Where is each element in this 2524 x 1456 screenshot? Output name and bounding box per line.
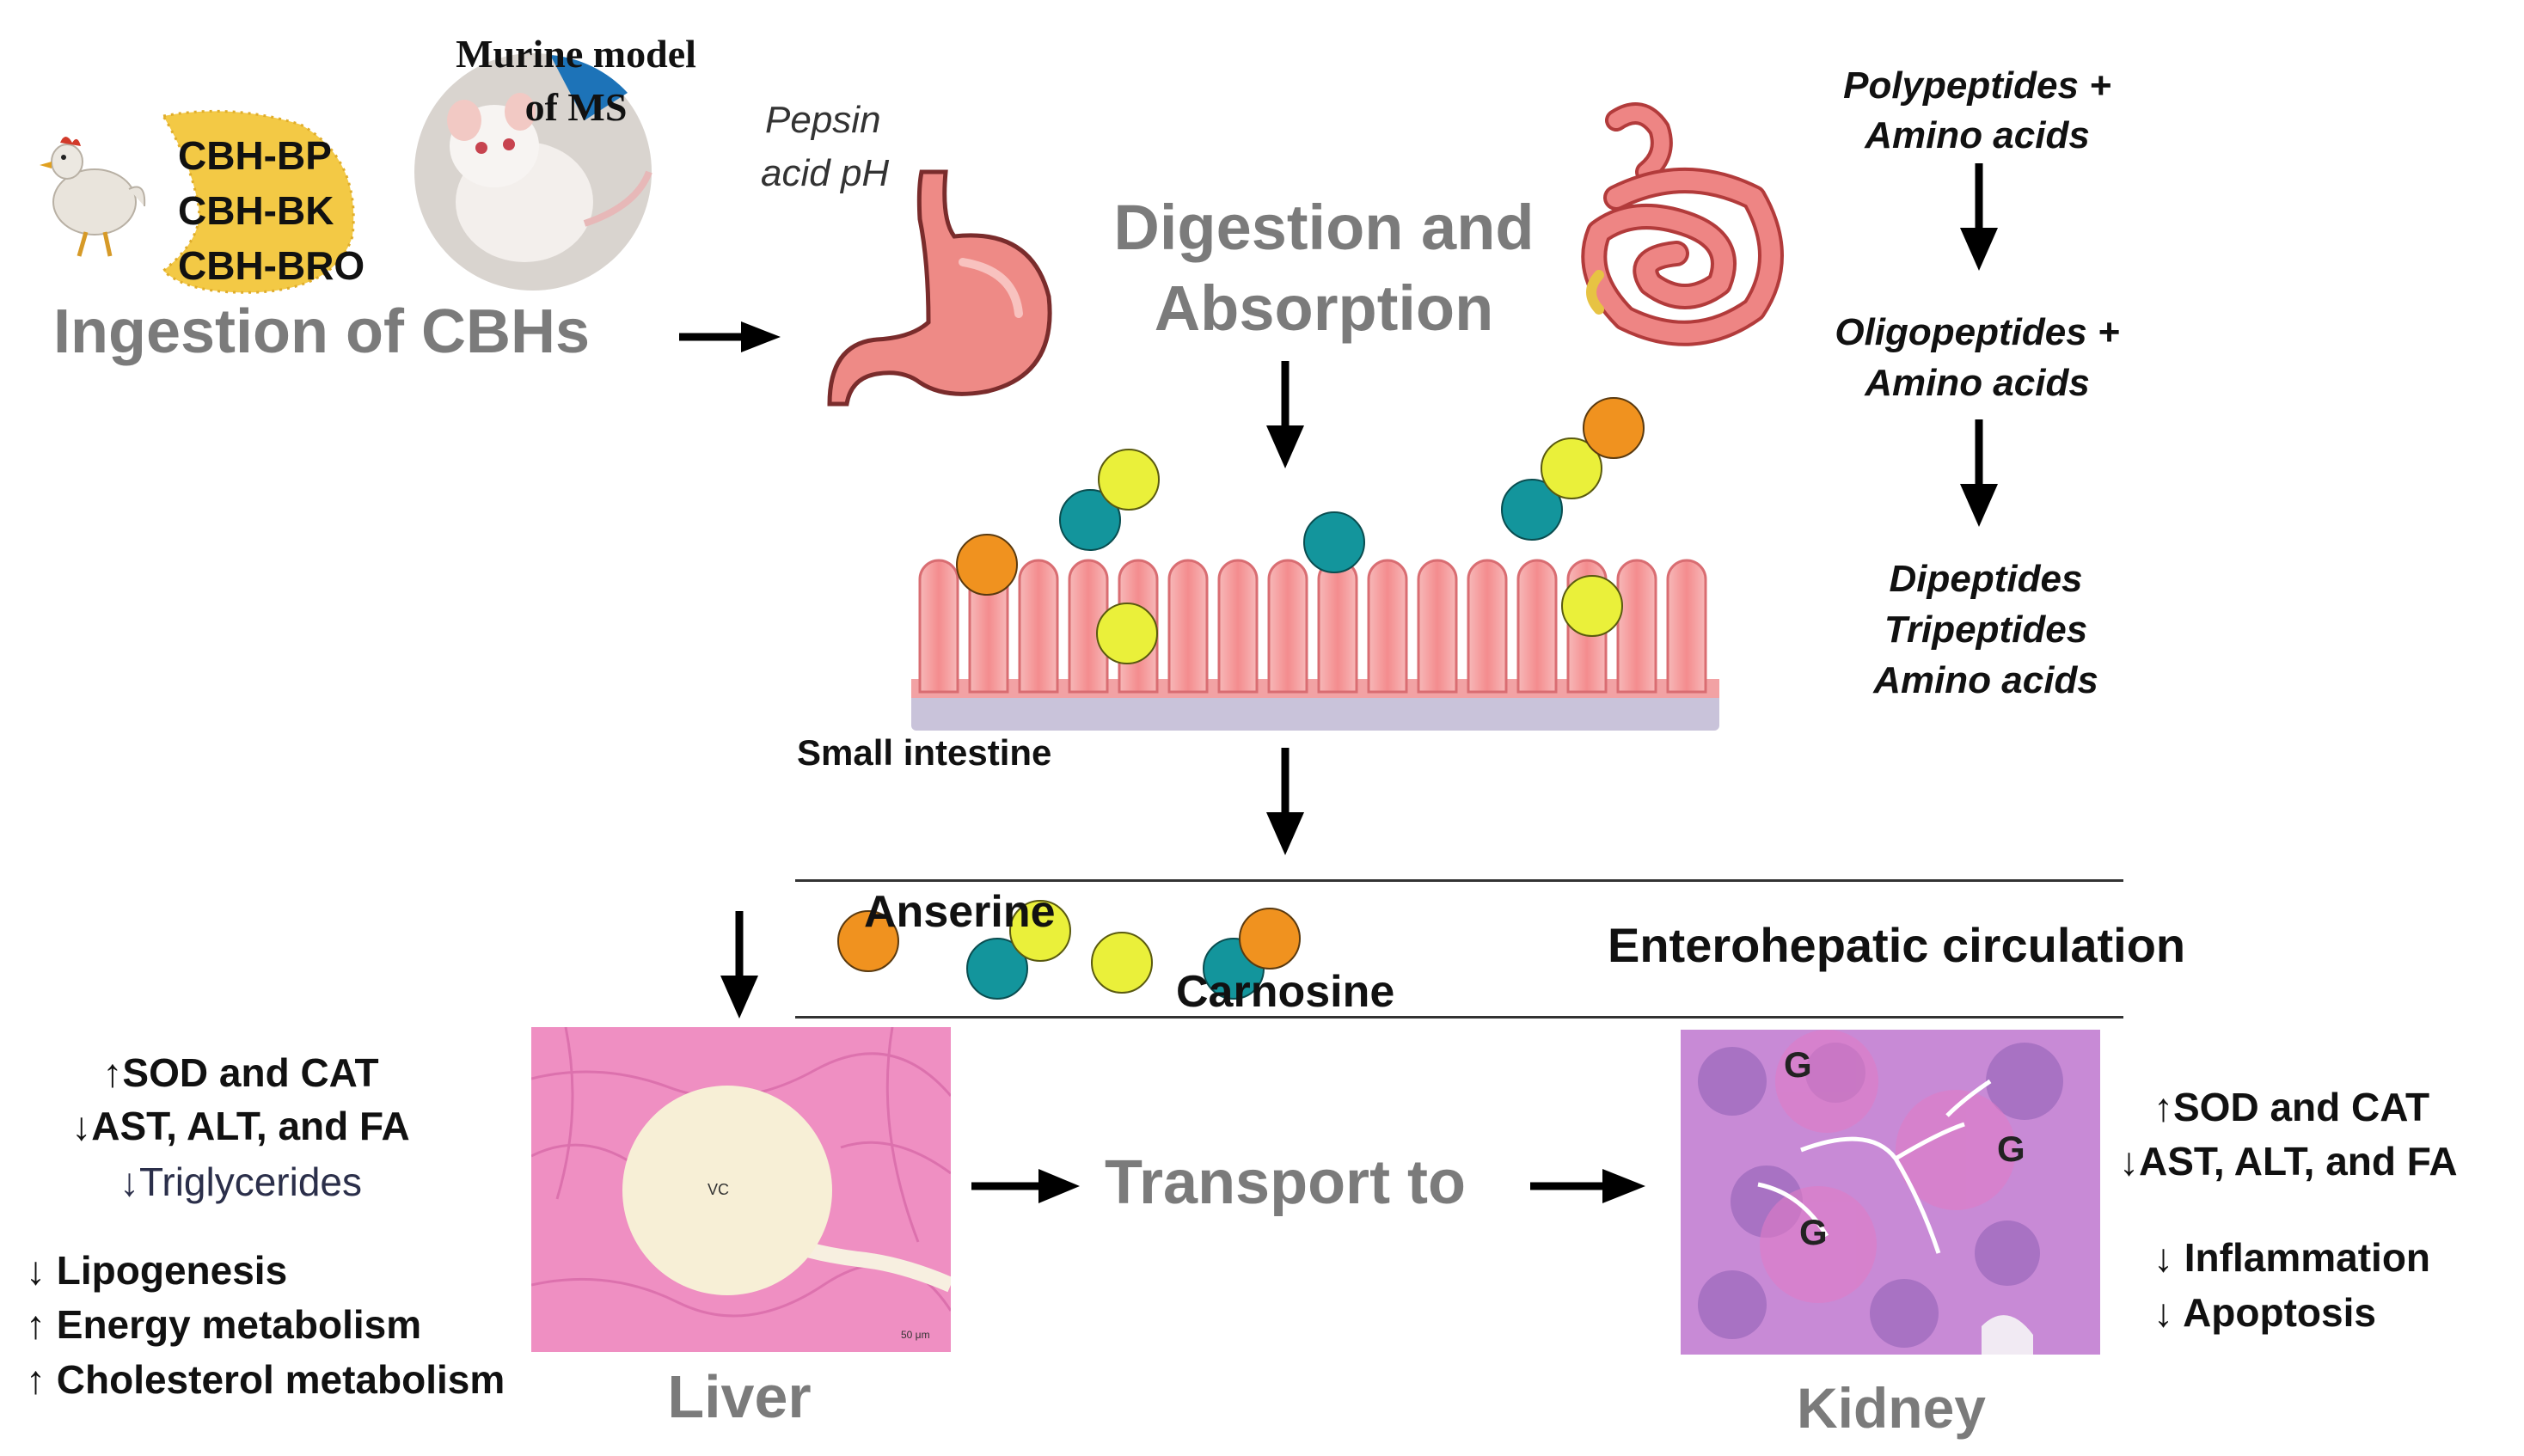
kidney-histology-image: G G G [1681,1030,2100,1355]
circulation-bottom-line [795,1016,2123,1019]
transport-label: Transport to [1105,1148,1467,1217]
kidney-label: Kidney [1796,1376,1987,1440]
molecule-teal [966,938,1028,1000]
product-cbh-bk: CBH-BK [178,188,334,233]
product-powder-shape [161,109,355,294]
digestion-title-line2: Absorption [1154,272,1494,344]
intestine-coil-icon [1581,102,1784,346]
villus [1516,559,1558,694]
kidney-effect-2: ↓AST, ALT, and FA [2119,1139,2458,1184]
peptides-step3-line1: Dipeptides [1889,558,2083,600]
liver-effect-5: ↑ Energy metabolism [26,1302,422,1347]
liver-scale-label: 50 μm [901,1329,930,1341]
mouse-photo-icon [414,53,652,291]
molecule-yellow [1561,575,1623,637]
molecule-yellow [1009,900,1071,962]
molecule-teal [1501,479,1563,541]
liver-label: Liver [667,1363,812,1430]
peptides-step1-line2: Amino acids [1865,114,2090,156]
glomerulus-label-1: G [1784,1044,1812,1085]
peptides-step2-line1: Oligopeptides + [1835,311,2120,353]
kidney-tissue-texture [1698,1030,2063,1355]
molecule-yellow [1096,603,1158,664]
arrow-peptides-2 [1960,419,1998,527]
arrow-peptides-1 [1960,163,1998,271]
glomerulus-label-2: G [1997,1129,2025,1169]
molecule-orange [1583,397,1645,459]
peptides-step3-line3: Amino acids [1873,659,2098,701]
arrow-transport-to-kidney [1530,1169,1645,1203]
liver-histology-image: VC 50 μm [531,1027,951,1352]
chicken-icon [40,137,146,257]
peptides-step2-line2: Amino acids [1865,362,2090,404]
villus [1018,559,1059,694]
arrow-liver-to-transport [971,1169,1080,1203]
anserine-label: Anserine [864,887,1056,937]
villus [1217,559,1259,694]
molecule-yellow [1541,437,1602,499]
villus [1467,559,1508,694]
liver-effect-1: ↑SOD and CAT [102,1050,379,1095]
villus [1068,559,1109,694]
molecule-orange [837,910,899,972]
kidney-effect-4: ↓ Apoptosis [2153,1290,2376,1335]
molecule-orange [1239,908,1301,970]
intestinal-villi-diagram [911,559,1719,731]
product-cbh-bp: CBH-BP [178,133,332,178]
model-label-line2: of MS [524,85,628,129]
digestion-title-line1: Digestion and [1113,192,1535,263]
liver-effect-4: ↓ Lipogenesis [26,1248,288,1293]
circulation-top-line [795,879,2123,882]
molecule-yellow [1098,449,1160,511]
liver-effect-6: ↑ Cholesterol metabolism [26,1357,505,1402]
villus [1167,559,1209,694]
villus [1317,559,1358,694]
villus [1616,559,1657,694]
villus [1417,559,1458,694]
arrow-ingestion-to-stomach [679,321,781,352]
peptides-step3-line2: Tripeptides [1884,609,2088,651]
molecule-orange [956,534,1018,596]
arrow-digestion-to-intestine [1266,361,1304,468]
villus [1267,559,1308,694]
liver-effect-2: ↓AST, ALT, and FA [71,1104,410,1148]
villus [1367,559,1408,694]
product-cbh-bro: CBH-BRO [178,243,365,288]
liver-tissue-texture [531,1027,951,1318]
kidney-effect-3: ↓ Inflammation [2153,1235,2431,1280]
circulation-label: Enterohepatic circulation [1608,918,2186,972]
glomerulus-label-3: G [1799,1212,1828,1252]
stomach-icon [827,169,1052,407]
ingestion-title: Ingestion of CBHs [53,297,590,366]
villus [1666,559,1707,694]
model-label-line1: Murine model [456,32,696,76]
molecule-teal [1059,489,1121,551]
molecule-teal [1303,511,1365,573]
liver-vc-label: VC [708,1181,730,1198]
villus [918,559,959,694]
carnosine-label: Carnosine [1176,967,1395,1017]
liver-effect-3: ↓Triglycerides [119,1159,363,1204]
arrow-intestine-to-circulation [1266,748,1304,855]
arrow-circulation-to-liver [720,911,758,1019]
stomach-label-line2: acid pH [761,152,890,194]
kidney-effect-1: ↑SOD and CAT [2153,1085,2430,1129]
molecule-yellow [1091,932,1153,994]
stomach-label-line1: Pepsin [765,99,881,141]
small-intestine-label: Small intestine [797,732,1052,773]
peptides-step1-line1: Polypeptides + [1843,64,2111,107]
